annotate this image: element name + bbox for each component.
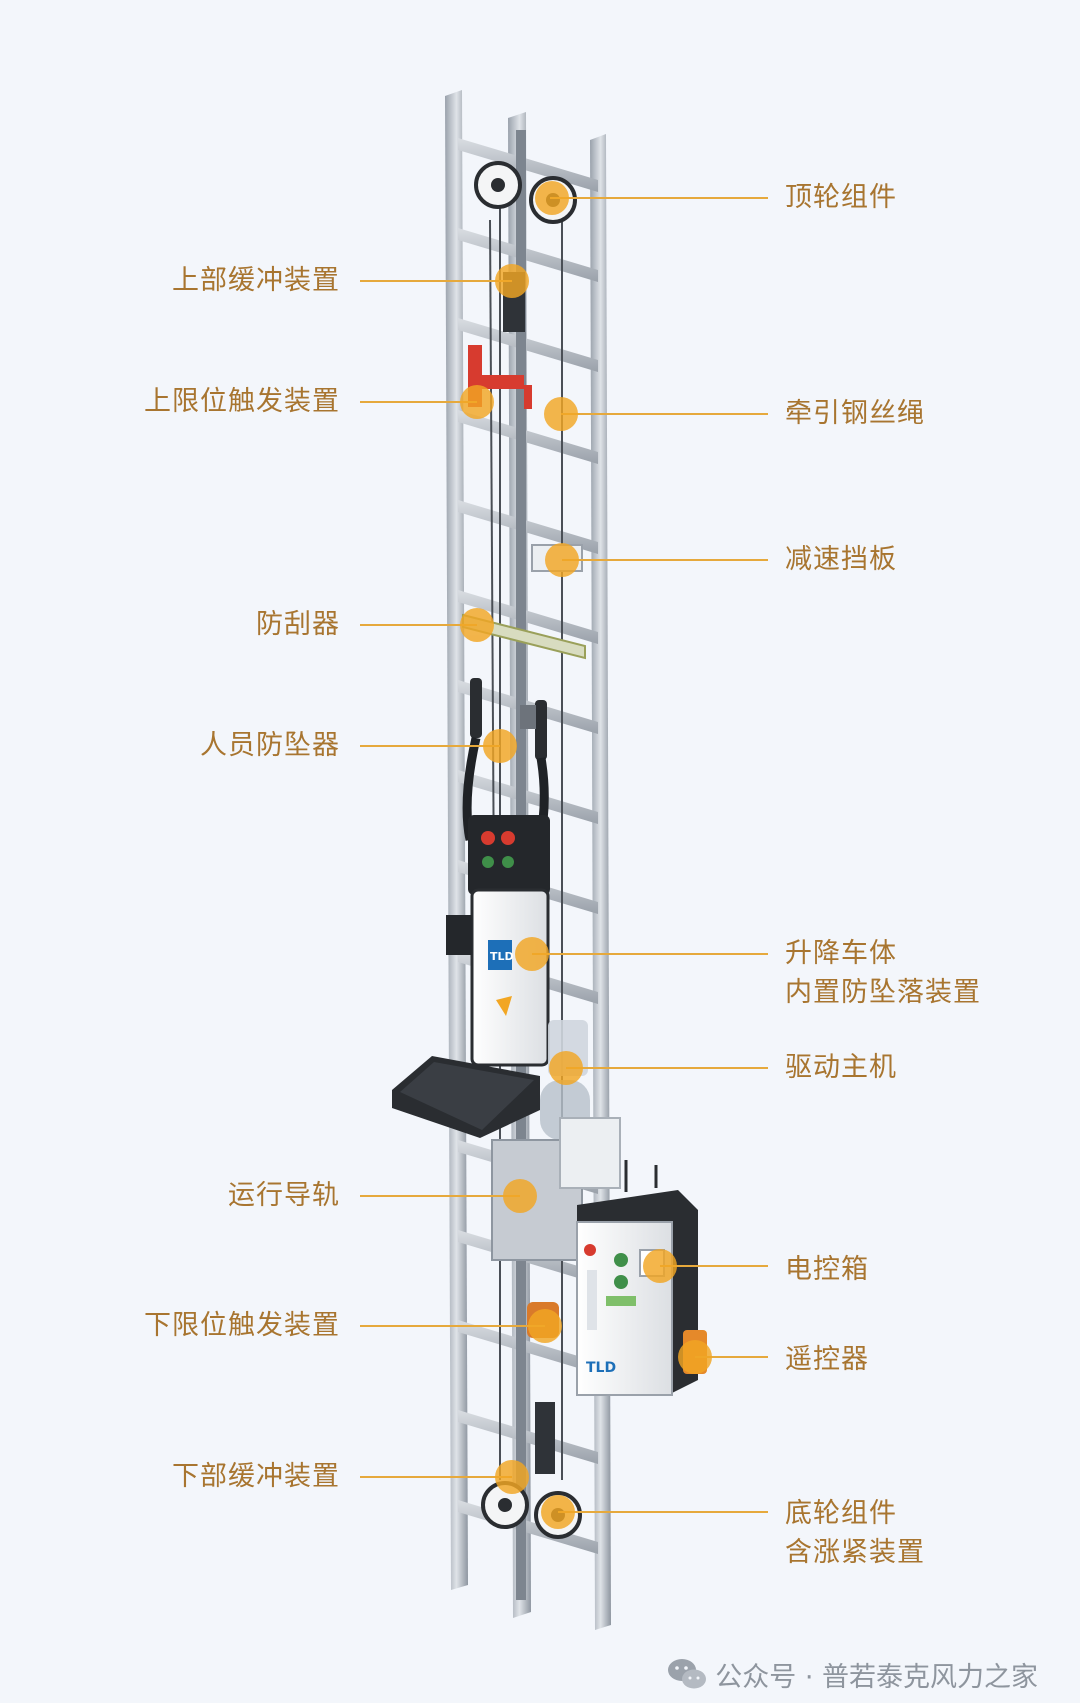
car-brand-logo: TLD (490, 950, 514, 963)
label-top-wheel: 顶轮组件 (785, 182, 897, 213)
label-bottom-wheel: 底轮组件 含涨紧装置 (785, 1494, 925, 1572)
label-car-body-line2: 内置防坠落装置 (785, 977, 981, 1009)
marker-upper-limit (460, 385, 494, 419)
label-fall-arrester: 人员防坠器 (200, 730, 340, 761)
marker-bottom-wheel (541, 1495, 575, 1529)
marker-drive-motor (549, 1051, 583, 1085)
marker-remote (678, 1340, 712, 1374)
marker-lower-buffer (495, 1460, 529, 1494)
label-bottom-wheel-line2: 含涨紧装置 (785, 1537, 925, 1569)
marker-deceleration-plate (545, 543, 579, 577)
marker-guide-rail (503, 1179, 537, 1213)
lower-buffer (535, 1402, 555, 1474)
lift-car-body: TLD (446, 815, 550, 1067)
watermark: 公众号 · 普若泰克风力之家 (667, 1654, 1038, 1694)
label-bottom-wheel-line1: 底轮组件 (785, 1498, 897, 1529)
control-box-logo: TLD (586, 1360, 616, 1376)
work-platform (392, 1056, 540, 1138)
label-upper-buffer: 上部缓冲装置 (172, 265, 340, 296)
label-lower-limit: 下限位触发装置 (144, 1310, 340, 1341)
label-control-box: 电控箱 (785, 1254, 869, 1285)
marker-dots (460, 181, 712, 1529)
label-lower-buffer: 下部缓冲装置 (172, 1461, 340, 1492)
label-car-body: 升降车体 内置防坠落装置 (785, 934, 981, 1012)
marker-lower-limit (528, 1309, 562, 1343)
label-upper-limit: 上限位触发装置 (144, 386, 340, 417)
marker-upper-buffer (495, 264, 529, 298)
marker-traction-rope (544, 397, 578, 431)
leader-lines (360, 197, 768, 1513)
label-guide-rail: 运行导轨 (228, 1180, 340, 1211)
label-anti-scratch: 防刮器 (256, 609, 340, 640)
label-drive-motor: 驱动主机 (785, 1052, 897, 1083)
wechat-icon (668, 1659, 707, 1689)
marker-anti-scratch (460, 608, 494, 642)
label-traction-rope: 牵引钢丝绳 (785, 398, 925, 429)
label-remote: 遥控器 (785, 1344, 869, 1375)
label-deceleration-plate: 减速挡板 (785, 544, 897, 575)
watermark-text: 公众号 · 普若泰克风力之家 (715, 1661, 1038, 1693)
marker-top-wheel (535, 181, 569, 215)
label-car-body-line1: 升降车体 (785, 938, 897, 969)
marker-fall-arrester (483, 729, 517, 763)
marker-control-box (643, 1249, 677, 1283)
marker-car-body (515, 937, 549, 971)
